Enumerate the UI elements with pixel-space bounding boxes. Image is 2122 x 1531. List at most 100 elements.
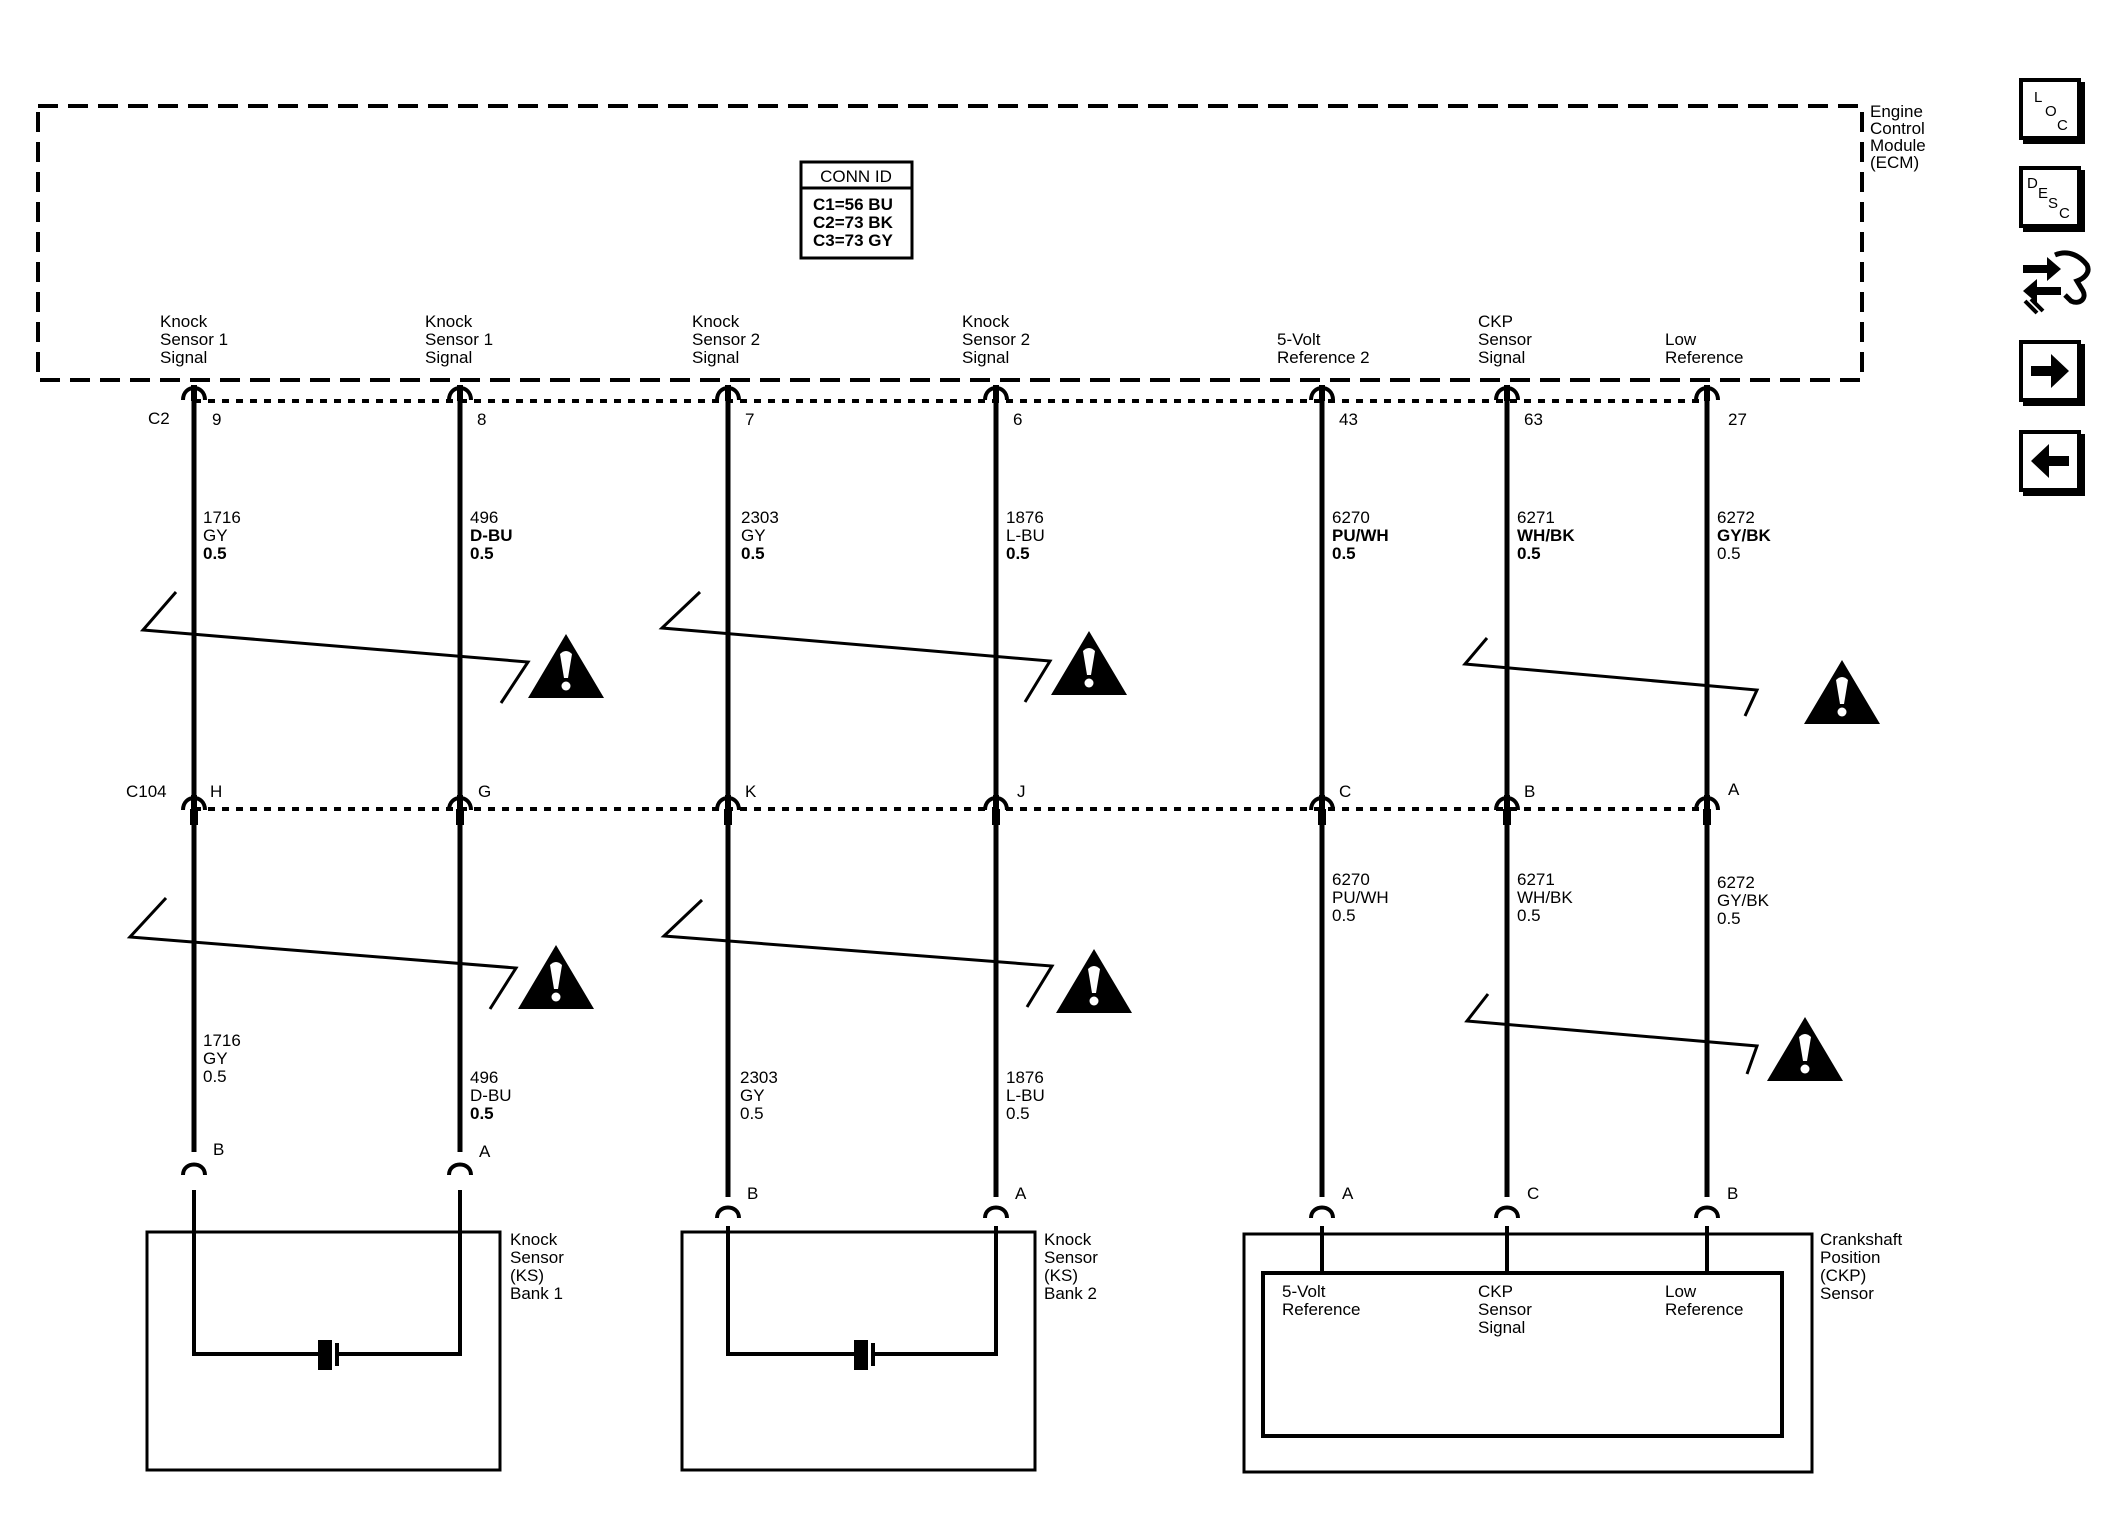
sensor-label-line: Crankshaft: [1820, 1230, 1902, 1249]
twisted-pair-marker: [126, 896, 519, 1010]
c2-connector-label: C2: [148, 409, 170, 428]
caution-icon: [1056, 949, 1132, 1013]
conn-id-line: C1=56 BU: [813, 195, 893, 214]
conn-id-line: C2=73 BK: [813, 213, 894, 232]
ckp-sensor: 5-Volt Reference CKP Sensor Signal Low R…: [1242, 1226, 1902, 1474]
ecm-pin-label-line: Sensor 2: [962, 330, 1030, 349]
ecm-label-line: Module: [1870, 136, 1926, 155]
caution-icon: [1804, 660, 1880, 724]
c104-terminal: [983, 793, 1009, 813]
ecm-pin-label-line: Sensor 1: [160, 330, 228, 349]
wire-color: D-BU: [470, 526, 513, 545]
ecm-terminal: [1694, 383, 1720, 403]
wire-gauge: 0.5: [740, 1104, 764, 1123]
sensor-label-line: Position: [1820, 1248, 1880, 1267]
wires-upper: [191, 400, 1710, 800]
ecm-pin-label-line: Signal: [692, 348, 739, 367]
sensor-label-line: (CKP): [1820, 1266, 1866, 1285]
ckp-inner-label-line: Low: [1665, 1282, 1697, 1301]
ecm-pin-label-line: 5-Volt: [1277, 330, 1321, 349]
sensor-pin-letter: B: [213, 1140, 224, 1159]
c104-pin-letter: H: [210, 782, 222, 801]
wire-number: 496: [470, 508, 498, 527]
ecm-pin-number: 8: [477, 410, 486, 429]
twisted-pair-marker: [660, 898, 1055, 1008]
wire-color: WH/BK: [1517, 888, 1573, 907]
svg-text:O: O: [2045, 103, 2057, 120]
twisted-pair-markers-lower: [126, 896, 1760, 1075]
c104-pin-letter: K: [745, 782, 757, 801]
sensor-label-line: Knock: [1044, 1230, 1092, 1249]
wire-gauge: 0.5: [1717, 544, 1741, 563]
wire-color: PU/WH: [1332, 888, 1389, 907]
twisted-pair-markers-upper: [139, 590, 1760, 717]
connector-swap-button[interactable]: [2017, 243, 2093, 319]
previous-page-button[interactable]: [2019, 430, 2081, 492]
c104-pin-letters: H G K J C B A: [210, 780, 1740, 801]
c104-terminals: [181, 793, 1720, 825]
wires-lower: [191, 820, 1710, 1197]
ecm-pin-label-line: Signal: [425, 348, 472, 367]
sensor-label-line: Sensor: [510, 1248, 564, 1267]
caution-icon: [518, 945, 594, 1009]
loc-button[interactable]: L O C: [2019, 78, 2081, 140]
svg-text:L: L: [2034, 89, 2042, 106]
ecm-pin-labels: Knock Sensor 1 Signal Knock Sensor 1 Sig…: [160, 312, 1743, 367]
wire-number: 6272: [1717, 873, 1755, 892]
ckp-inner-label-line: 5-Volt: [1282, 1282, 1326, 1301]
sensor-label-line: Knock: [510, 1230, 558, 1249]
knock-sensor-bank2: Knock Sensor (KS) Bank 2: [680, 1226, 1098, 1472]
wire-gauge: 0.5: [1332, 906, 1356, 925]
sensor-terminal: [181, 1162, 207, 1177]
svg-text:C: C: [2059, 205, 2070, 222]
ecm-terminals: [181, 383, 1720, 403]
wire-color: GY: [741, 526, 766, 545]
loc-icon: L O C: [2034, 89, 2068, 134]
ecm-pin-number: 9: [212, 410, 221, 429]
wire-gauge: 0.5: [741, 544, 765, 563]
ecm-pin-label-line: Sensor 1: [425, 330, 493, 349]
next-page-button[interactable]: [2019, 340, 2081, 402]
wire-number: 1716: [203, 1031, 241, 1050]
svg-text:E: E: [2038, 185, 2048, 202]
wire-gauge: 0.5: [470, 1104, 494, 1123]
warning-icons: [518, 631, 1880, 1081]
sensor-label-line: Bank 2: [1044, 1284, 1097, 1303]
arrow-left-icon: [2031, 444, 2069, 478]
wire-color: L-BU: [1006, 526, 1045, 545]
wire-gauge: 0.5: [1006, 1104, 1030, 1123]
ecm-label-line: Engine: [1870, 102, 1923, 121]
sensor-label-line: Sensor: [1820, 1284, 1874, 1303]
ecm-pin-label-line: Knock: [160, 312, 208, 331]
wire-gauge: 0.5: [1717, 909, 1741, 928]
sensor-terminal: [447, 1162, 473, 1177]
sensor-pin-letter: C: [1527, 1184, 1539, 1203]
sensor-terminal: [1494, 1205, 1520, 1220]
sensor-terminal: [1694, 1205, 1720, 1220]
sensor-terminal: [1309, 1205, 1335, 1220]
desc-icon: D E S C: [2027, 175, 2070, 222]
conn-id-box: CONN ID C1=56 BU C2=73 BK C3=73 GY: [799, 160, 914, 260]
wire-gauge: 0.5: [1006, 544, 1030, 563]
ecm-terminal: [715, 383, 741, 403]
twisted-pair-marker: [658, 590, 1053, 703]
wire-color: D-BU: [470, 1086, 512, 1105]
wire-gauge: 0.5: [1332, 544, 1356, 563]
c104-terminal: [1694, 793, 1720, 813]
arrow-right-icon: [2031, 354, 2069, 388]
desc-button[interactable]: D E S C: [2019, 166, 2081, 228]
svg-text:C: C: [2057, 117, 2068, 134]
twisted-pair-marker: [1461, 637, 1760, 717]
ecm-pin-number: 63: [1524, 410, 1543, 429]
ecm-pin-number: 43: [1339, 410, 1358, 429]
ecm-pin-label-line: Knock: [425, 312, 473, 331]
wire-color: GY: [740, 1086, 765, 1105]
c104-pin-letter: B: [1524, 782, 1535, 801]
wire-labels-upper: 1716 GY 0.5 496 D-BU 0.5 2303 GY 0.5 187…: [203, 508, 1772, 563]
ckp-inner-label-line: Reference: [1282, 1300, 1360, 1319]
sensor-pin-letter: A: [1342, 1184, 1354, 1203]
wire-number: 1876: [1006, 1068, 1044, 1087]
ecm-pin-label-line: Reference 2: [1277, 348, 1370, 367]
ckp-inner-label-line: Sensor: [1478, 1300, 1532, 1319]
